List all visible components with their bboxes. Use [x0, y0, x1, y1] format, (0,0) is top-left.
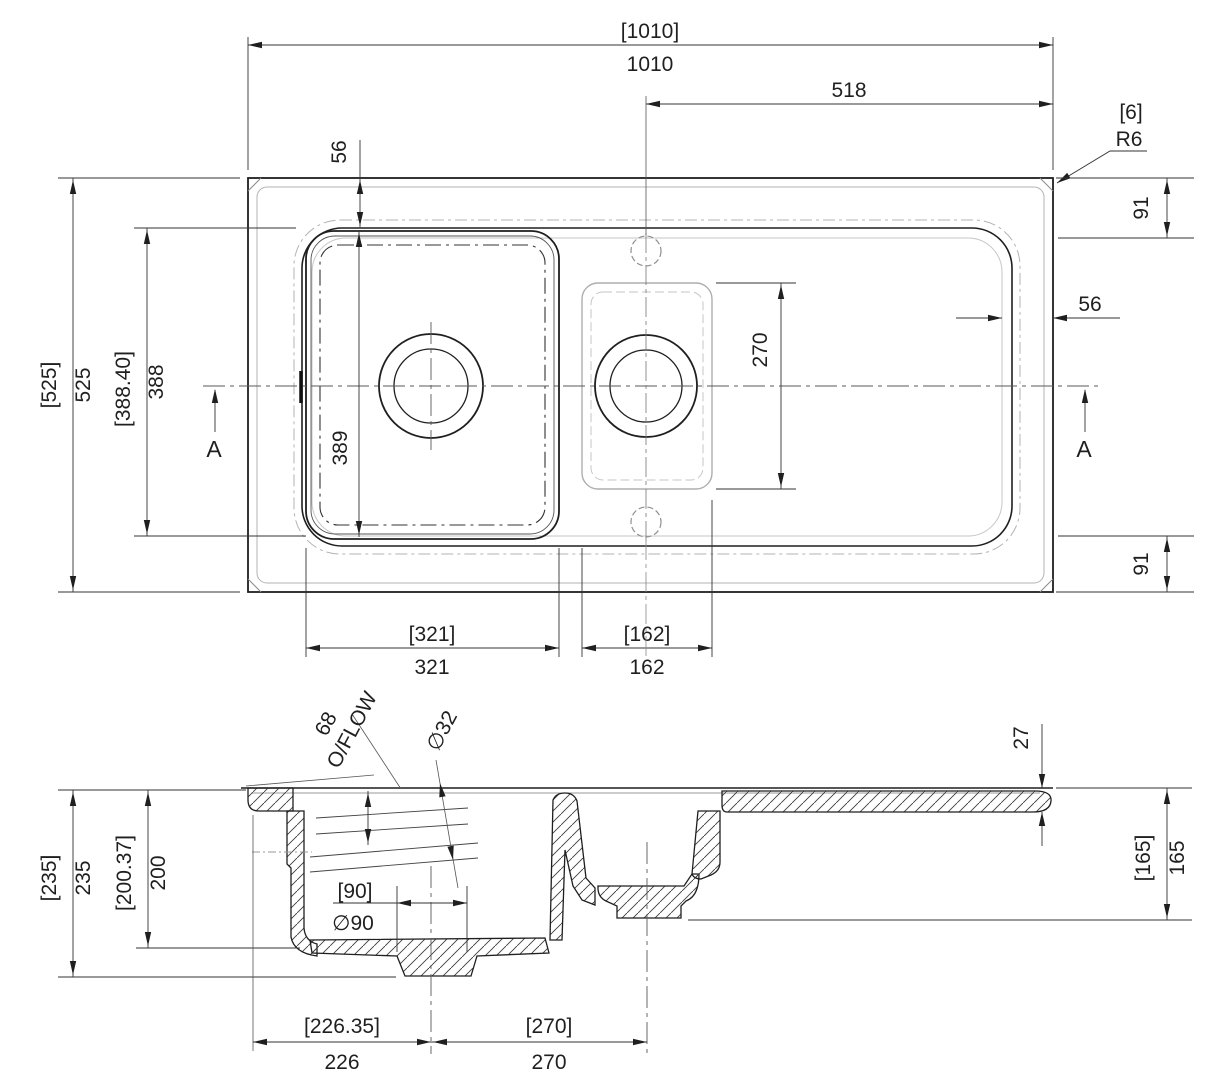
corner-chamfer-marks: [247, 177, 1054, 593]
dim-waste-offset: 226: [324, 1051, 359, 1074]
dim-overflow-diameter: ∅32: [422, 707, 462, 755]
dim-corner-radius: R6: [1116, 128, 1143, 151]
dim-waste-diameter: ∅90: [332, 912, 374, 935]
dim-bowl-span: 388: [145, 364, 168, 399]
drainer-slab: [721, 790, 1052, 813]
dim-right-edge-height: 165: [1166, 840, 1189, 875]
bowl-divider: [549, 792, 596, 941]
dim-waste-spacing-basic: [270]: [526, 1015, 573, 1038]
dim-main-bowl-width-basic: [321]: [409, 623, 456, 646]
main-bowl-bottom: [309, 937, 550, 977]
dim-overall-depth: 525: [72, 367, 95, 402]
main-bowl-outline: [305, 230, 560, 540]
dim-half-bowl-width-basic: [162]: [624, 623, 671, 646]
dim-overall-width: 1010: [627, 53, 674, 76]
section-label-left: A: [206, 436, 222, 462]
sink-edge-radius-line: [256, 186, 1045, 584]
half-bowl-bottom: [597, 873, 700, 919]
dim-bowl-span-basic: [388.40]: [112, 351, 135, 427]
plan-dimensions: [1010] 1010 518 [6] R6 56 91 56: [38, 20, 1194, 679]
dim-rim-to-bowl: 56: [328, 140, 351, 163]
section-label-right: A: [1076, 436, 1092, 462]
dim-half-bowl-width: 162: [629, 656, 664, 679]
dim-half-bowl-length: 270: [749, 332, 772, 367]
dim-bowl-depth-basic: [200.37]: [113, 835, 136, 911]
drainer-edge-line: [311, 237, 1003, 537]
dim-overall-width-basic: [1010]: [621, 20, 679, 43]
recess-hidden-line: [293, 219, 1021, 555]
dim-main-bowl-width: 321: [414, 656, 449, 679]
main-bowl-bottom-line: [319, 244, 546, 526]
plan-view: [203, 177, 1098, 593]
dim-drainer-right-margin: 56: [1078, 293, 1101, 316]
section-view: [241, 787, 1053, 1054]
sink-outline: [247, 177, 1054, 593]
dim-overall-height: 235: [72, 860, 95, 895]
dim-bowl-inner-span: 389: [329, 430, 352, 465]
section-dimensions: 68 O/FLOW ∅32 27 [235] 235 [200.37] 200: [38, 688, 1192, 1074]
dim-drainer-bottom-margin: 91: [1130, 552, 1153, 575]
dim-drainer-top-margin: 91: [1130, 196, 1153, 219]
dim-overall-height-basic: [235]: [38, 855, 61, 902]
half-bowl-bottom-line: [590, 291, 704, 481]
dim-tap-to-edge: 518: [831, 79, 866, 102]
dim-overall-depth-basic: [525]: [38, 362, 61, 409]
dim-waste-offset-basic: [226.35]: [304, 1015, 380, 1038]
recess-outline: [301, 227, 1013, 547]
dim-drainer-edge-thickness: 27: [1010, 726, 1033, 749]
left-rim-flange: [247, 787, 294, 812]
dim-bowl-depth: 200: [147, 855, 170, 890]
main-bowl-left-wall: [286, 810, 318, 957]
overflow-slot-lines: [309, 807, 479, 873]
half-bowl-right-wall: [691, 810, 721, 880]
dim-right-edge-height-basic: [165]: [1132, 835, 1155, 882]
dim-corner-radius-basic: [6]: [1119, 101, 1142, 124]
dim-waste-spacing: 270: [531, 1051, 566, 1074]
dim-waste-diameter-basic: [90]: [337, 880, 372, 903]
main-bowl-inner-edge: [310, 235, 555, 535]
